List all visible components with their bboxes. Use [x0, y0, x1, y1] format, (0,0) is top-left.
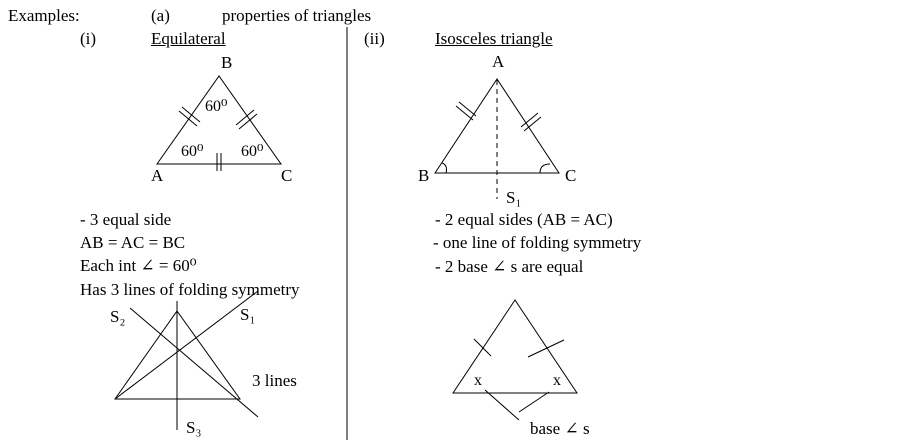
symmetry-line-s1	[114, 290, 259, 400]
property-line: Each int ∠ = 60⁰	[80, 256, 197, 275]
property-line: - 3 equal side	[80, 210, 172, 229]
tick-right	[527, 339, 565, 358]
property-line: - one line of folding symmetry	[433, 233, 642, 252]
vertex-a: A	[151, 166, 164, 185]
base-angles-triangle	[452, 299, 578, 394]
vertex-b: B	[221, 53, 233, 72]
vertex-a: A	[492, 52, 505, 71]
topic-heading: properties of triangles	[222, 6, 372, 25]
angle-a: 60⁰	[181, 143, 204, 160]
property-line: - 2 equal sides (AB = AC)	[435, 210, 613, 229]
base-angle-arc-b	[441, 162, 447, 174]
symmetry-line-s2	[129, 307, 259, 418]
three-lines-note: 3 lines	[252, 371, 297, 390]
equal-side-ticks	[178, 106, 258, 171]
isosceles-ticks	[455, 101, 542, 132]
angle-c: 60⁰	[241, 143, 264, 160]
base-angles-note: base ∠ s	[530, 419, 590, 438]
equilateral-title: Equilateral	[151, 29, 226, 48]
vertex-c: C	[565, 166, 577, 185]
base-angle-arc-c	[539, 163, 551, 174]
label-s2: S₂	[110, 307, 126, 326]
vertex-b: B	[418, 166, 430, 185]
part-label: (a)	[151, 6, 170, 25]
isosceles-title: Isosceles triangle	[435, 29, 553, 48]
pointer-left	[484, 389, 520, 421]
property-line: - 2 base ∠ s are equal	[435, 257, 584, 276]
base-angle-mark: x	[474, 372, 482, 389]
right-index: (ii)	[364, 29, 385, 48]
examples-label: Examples:	[8, 6, 80, 25]
vertex-c: C	[281, 166, 293, 185]
base-angle-mark: x	[553, 372, 561, 389]
label-s3: S₃	[186, 418, 202, 437]
label-s1: S₁	[240, 305, 256, 324]
property-line: Has 3 lines of folding symmetry	[80, 280, 300, 299]
tick-left	[473, 338, 492, 357]
angle-b: 60⁰	[205, 98, 228, 115]
property-line: AB = AC = BC	[80, 233, 186, 252]
pointer-right	[518, 391, 550, 413]
left-index: (i)	[80, 29, 97, 48]
axis-label-s1: S₁	[506, 188, 522, 207]
